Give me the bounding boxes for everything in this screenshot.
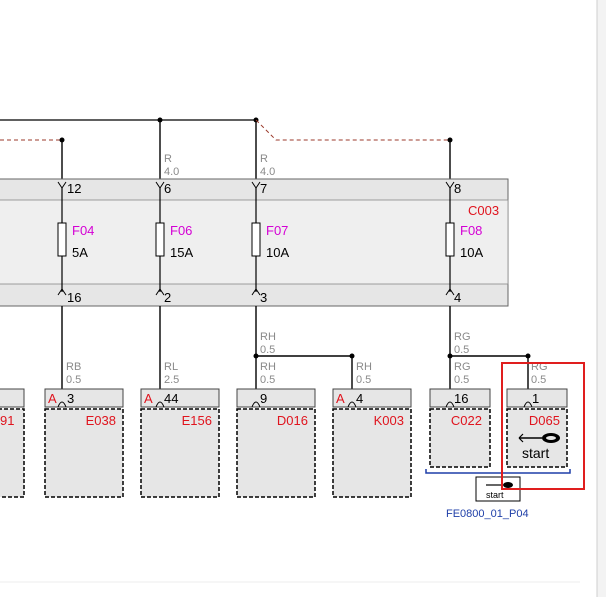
wire-size-label: 0.5	[260, 374, 275, 386]
fuse-f08-icon	[445, 222, 455, 257]
connector-d016[interactable]	[236, 388, 316, 498]
pin-socket-icon	[347, 401, 357, 408]
fuse-f07-icon	[251, 222, 261, 257]
fuse-box-top-pin: 8	[454, 181, 461, 196]
connector-id-label: C022	[451, 413, 482, 428]
fuse-box-bottom-pin: 4	[454, 290, 461, 305]
fuse-box-bottom-pin: 16	[67, 290, 81, 305]
fuse-id-label[interactable]: F07	[266, 223, 288, 238]
fuse-box-top-pin: 7	[260, 181, 267, 196]
fuse-rating-label: 10A	[460, 245, 483, 260]
wire-color-label: RB	[66, 361, 81, 373]
fuse-column-f08	[445, 181, 455, 296]
wire-size-label: 0.5	[454, 344, 469, 356]
connector-id-label: K003	[374, 413, 404, 428]
wire-size-label: 0.5	[531, 374, 546, 386]
connector-marker: A	[144, 391, 153, 406]
pin-socket-icon	[445, 401, 455, 408]
wire-size-label: 0.5	[260, 344, 275, 356]
wire-color-label: R	[260, 153, 268, 165]
connector-marker: A	[336, 391, 345, 406]
connector-id-label: D016	[277, 413, 308, 428]
fuse-id-label[interactable]: F06	[170, 223, 192, 238]
connector-id-label: 91	[0, 413, 14, 428]
fuse-id-label[interactable]: F04	[72, 223, 94, 238]
group-bracket	[425, 469, 571, 474]
wire-color-label: RH	[260, 331, 276, 343]
wire-color-label: RG	[454, 331, 471, 343]
connector-e156[interactable]	[140, 388, 220, 498]
pin-socket-icon	[251, 401, 261, 408]
connector-sub-label: start	[522, 445, 549, 461]
pin-socket-icon	[155, 401, 165, 408]
fuse-rating-label: 10A	[266, 245, 289, 260]
wire-color-label: RL	[164, 361, 178, 373]
fuse-rating-label: 15A	[170, 245, 193, 260]
connector-pin: 9	[260, 391, 267, 406]
connector-c022[interactable]	[429, 388, 491, 468]
wire-size-label: 0.5	[66, 374, 81, 386]
wire-color-label: RH	[260, 361, 276, 373]
connector-id-label: E156	[182, 413, 212, 428]
connector-e038[interactable]	[44, 388, 124, 498]
fuse-rating-label: 5A	[72, 245, 88, 260]
fuse-box-top-pin: 6	[164, 181, 171, 196]
wire-color-label: RG	[454, 361, 471, 373]
key-icon	[518, 433, 560, 443]
fuse-box-id: C003	[468, 203, 499, 218]
pin-socket-icon	[523, 401, 533, 408]
fuse-box-c003	[0, 178, 509, 307]
pin-socket-icon	[57, 401, 67, 408]
wire-size-label: 4.0	[164, 166, 179, 178]
connector-id-label: E038	[86, 413, 116, 428]
fuse-f06-icon	[155, 222, 165, 257]
feed-dashed-right	[255, 119, 450, 141]
connector-pin: 4	[356, 391, 363, 406]
wire-color-label: RH	[356, 361, 372, 373]
selection-highlight	[501, 362, 585, 490]
fuse-id-label[interactable]: F08	[460, 223, 482, 238]
junction-dot	[525, 353, 531, 359]
start-symbol-label: start	[486, 490, 504, 500]
connector-pin: 1	[532, 391, 539, 406]
junction-dot	[349, 353, 355, 359]
fuse-column-f06	[155, 181, 165, 296]
connector-id-label: D065	[529, 413, 560, 428]
connector-marker: A	[48, 391, 57, 406]
fuse-f04-icon	[57, 222, 67, 257]
wire-size-label: 4.0	[260, 166, 275, 178]
connector-pin: 44	[164, 391, 178, 406]
wire-size-label: 0.5	[356, 374, 371, 386]
fuse-column-f07	[251, 181, 261, 296]
connector-pin: 16	[454, 391, 468, 406]
fuse-box-top-pin: 12	[67, 181, 81, 196]
connector-k003[interactable]	[332, 388, 412, 498]
connector-pin: 3	[67, 391, 74, 406]
page-reference-link[interactable]: FE0800_01_P04	[446, 508, 529, 520]
wire-size-label: 2.5	[164, 374, 179, 386]
wire-color-label: R	[164, 153, 172, 165]
scrollbar-track[interactable]	[597, 0, 606, 597]
fuse-box-bottom-pin: 3	[260, 290, 267, 305]
fuse-box-bottom-pin: 2	[164, 290, 171, 305]
fuse-column-f04	[57, 181, 67, 296]
connector-partial-left[interactable]	[0, 388, 25, 498]
wire-size-label: 0.5	[454, 374, 469, 386]
